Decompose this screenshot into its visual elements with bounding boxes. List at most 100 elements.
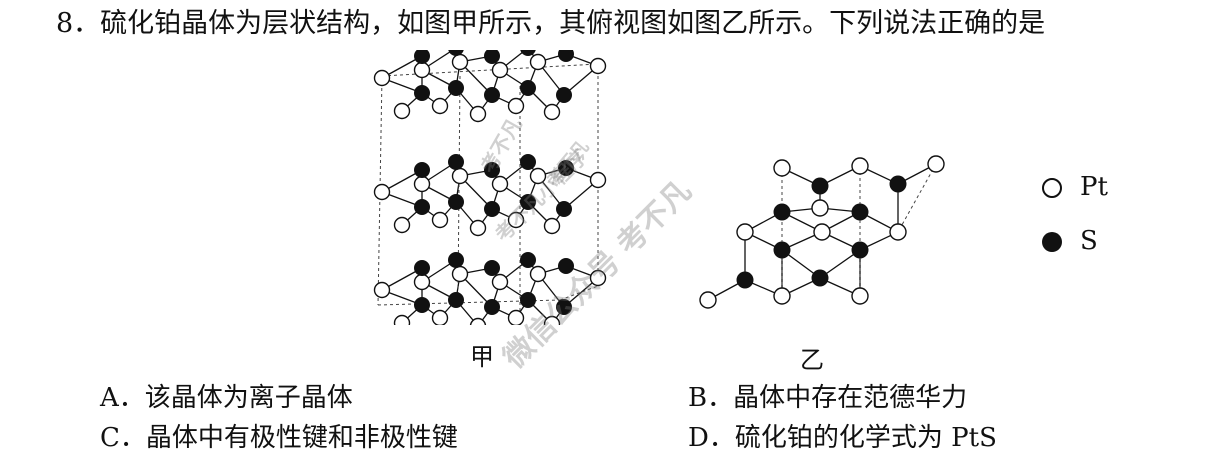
pt-atom <box>529 265 547 283</box>
option-c-text: 晶体中有极性键和非极性键 <box>145 423 458 453</box>
s-atom <box>556 299 572 315</box>
s-atom <box>448 154 464 170</box>
pt-atom <box>373 183 391 201</box>
pt-atom <box>813 223 831 241</box>
pt-atom <box>491 273 509 291</box>
legend-s: S <box>1040 226 1098 256</box>
s-atom <box>520 252 536 268</box>
option-d-text: 硫化铂的化学式为 PtS <box>734 423 997 453</box>
option-d: D．硫化铂的化学式为 PtS <box>688 421 997 455</box>
option-a-letter: A． <box>100 383 145 413</box>
s-atom <box>414 50 430 64</box>
s-atom <box>558 258 574 274</box>
s-atom <box>811 177 829 195</box>
s-atom <box>448 194 464 210</box>
pt-atom <box>507 97 525 115</box>
pt-atom <box>393 102 411 120</box>
pt-atom <box>927 155 945 173</box>
option-c: C．晶体中有极性键和非极性键 <box>100 421 458 455</box>
pt-atom <box>589 171 607 189</box>
pt-atom <box>469 219 487 237</box>
pt-atom <box>507 309 525 325</box>
pt-atom <box>413 175 431 193</box>
pt-atom <box>373 69 391 87</box>
pt-atom <box>393 314 411 325</box>
s-atom <box>520 154 536 170</box>
pt-atom <box>469 105 487 123</box>
pt-atom <box>589 269 607 287</box>
pt-atom <box>543 103 561 121</box>
s-atom <box>520 292 536 308</box>
figure-yi-top-view <box>699 155 945 309</box>
pt-atom <box>413 61 431 79</box>
pt-atom <box>431 309 449 325</box>
s-atom <box>558 160 574 176</box>
s-atom <box>773 203 791 221</box>
question-stem: 8．硫化铂晶体为层状结构，如图甲所示，其俯视图如图乙所示。下列说法正确的是 <box>56 8 1046 39</box>
option-c-letter: C． <box>100 423 146 453</box>
figure-jia-caption: 甲 <box>470 343 494 371</box>
s-atom <box>558 50 574 62</box>
pt-atom <box>431 211 449 229</box>
legend-pt-label: Pt <box>1080 172 1108 202</box>
s-atom <box>773 241 791 259</box>
figure-jia-crystal-structure <box>373 50 607 325</box>
pt-atom <box>491 175 509 193</box>
pt-atom <box>469 317 487 325</box>
option-b-letter: B． <box>688 383 734 413</box>
s-atom <box>520 80 536 96</box>
filled-circle-icon <box>1042 232 1062 252</box>
s-atom <box>448 292 464 308</box>
s-atom <box>520 50 536 56</box>
pt-atom <box>529 167 547 185</box>
dashed-guide <box>897 163 937 233</box>
pt-atom <box>529 53 547 71</box>
option-d-letter: D． <box>688 423 735 453</box>
pt-atom <box>811 199 829 217</box>
s-atom <box>448 252 464 268</box>
frame-edge <box>457 75 461 299</box>
s-atom <box>851 241 869 259</box>
option-b: B．晶体中存在范德华力 <box>688 381 967 415</box>
frame-edge <box>559 285 599 301</box>
option-a: A．该晶体为离子晶体 <box>100 381 353 415</box>
pt-atom <box>773 287 791 305</box>
figure-yi-caption: 乙 <box>800 346 824 374</box>
pt-atom <box>589 57 607 75</box>
s-atom <box>414 199 430 215</box>
s-atom <box>889 175 907 193</box>
s-atom <box>484 299 500 315</box>
s-atom <box>448 80 464 96</box>
pt-atom <box>373 281 391 299</box>
pt-atom <box>507 211 525 229</box>
pt-atom <box>393 216 411 234</box>
s-atom <box>484 162 500 178</box>
pt-atom <box>736 223 754 241</box>
pt-atom <box>543 217 561 235</box>
legend-s-label: S <box>1080 226 1098 256</box>
s-atom <box>414 162 430 178</box>
pt-atom <box>413 273 431 291</box>
pt-atom <box>851 287 869 305</box>
pt-atom <box>491 61 509 79</box>
s-atom <box>811 269 829 287</box>
s-atom <box>520 194 536 210</box>
s-atom <box>484 201 500 217</box>
s-atom <box>484 260 500 276</box>
pt-atom <box>889 223 907 241</box>
option-a-text: 该晶体为离子晶体 <box>144 383 353 413</box>
s-atom <box>484 87 500 103</box>
s-atom <box>414 85 430 101</box>
s-atom <box>736 271 754 289</box>
s-atom <box>556 201 572 217</box>
option-b-text: 晶体中存在范德华力 <box>733 383 968 413</box>
s-atom <box>851 203 869 221</box>
legend-pt: Pt <box>1040 172 1108 202</box>
s-atom <box>484 50 500 64</box>
pt-atom <box>451 265 469 283</box>
pt-atom <box>431 97 449 115</box>
pt-atom <box>543 315 561 325</box>
pt-atom <box>451 53 469 71</box>
hollow-circle-icon <box>1042 178 1062 198</box>
pt-atom <box>451 167 469 185</box>
